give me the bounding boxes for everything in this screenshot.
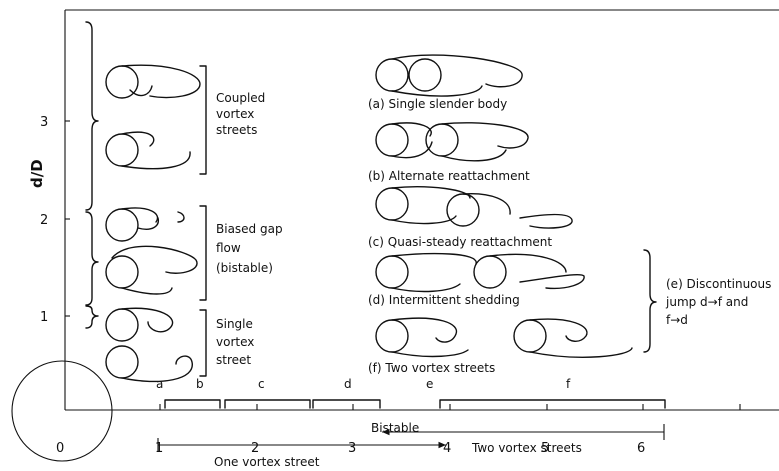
pattern-a-label: (a) Single slender body bbox=[368, 97, 507, 111]
single-label-line2: vortex bbox=[216, 335, 254, 349]
pattern-f-label: (f) Two vortex streets bbox=[368, 361, 495, 375]
biased-label-line3: (bistable) bbox=[216, 261, 273, 275]
y-tick-marks bbox=[65, 120, 70, 317]
discontinuous-line3: f→d bbox=[666, 313, 688, 327]
x-tick-3: 3 bbox=[348, 441, 356, 456]
coupled-label-line2: vortex bbox=[216, 107, 254, 121]
pattern-b-pictogram bbox=[375, 122, 529, 162]
y-tick-2: 2 bbox=[40, 213, 48, 228]
biased-bracket bbox=[199, 205, 207, 301]
coupled-label-line1: Coupled bbox=[216, 91, 265, 105]
one-street-label: One vortex street bbox=[214, 455, 320, 469]
discontinuous-line1: (e) Discontinuous bbox=[666, 277, 771, 291]
y-tick-1: 1 bbox=[40, 310, 48, 325]
x-tick-6: 6 bbox=[637, 441, 645, 456]
single-label-line3: street bbox=[216, 353, 251, 367]
pattern-c-label: (c) Quasi-steady reattachment bbox=[368, 235, 552, 249]
x-tick-marks bbox=[159, 404, 741, 410]
left-range-braces bbox=[85, 21, 99, 329]
pattern-a-pictogram bbox=[375, 54, 523, 97]
discontinuous-line2: jump d→f and bbox=[665, 295, 748, 309]
single-label-line1: Single bbox=[216, 317, 253, 331]
x-tick-5: 5 bbox=[541, 441, 549, 456]
pattern-d-pictogram bbox=[375, 252, 585, 293]
pattern-b-label: (b) Alternate reattachment bbox=[368, 169, 530, 183]
range-letter-c: c bbox=[258, 377, 265, 391]
biased-label-line2: flow bbox=[216, 241, 241, 255]
x-tick-1: 1 bbox=[155, 441, 163, 456]
coupled-bracket bbox=[199, 65, 207, 175]
x-tick-2: 2 bbox=[251, 441, 259, 456]
bottom-range-brackets bbox=[164, 399, 666, 409]
range-letter-a: a bbox=[156, 377, 163, 391]
coupled-label-line3: streets bbox=[216, 123, 257, 137]
biased-label-line1: Biased gap bbox=[216, 222, 283, 236]
pattern-f-pictogram bbox=[375, 317, 633, 358]
range-letter-d: d bbox=[344, 377, 352, 391]
range-letter-b: b bbox=[196, 377, 204, 391]
single-street-pictogram bbox=[105, 307, 193, 383]
reference-cylinder-circle bbox=[11, 360, 113, 462]
single-bracket bbox=[199, 309, 207, 377]
two-streets-label: Two vortex streets bbox=[471, 441, 582, 455]
biased-gap-pictogram bbox=[105, 207, 198, 295]
pattern-d-label: (d) Intermittent shedding bbox=[368, 293, 520, 307]
y-axis-label: d/D bbox=[28, 159, 46, 188]
range-letter-f: f bbox=[566, 377, 571, 391]
x-tick-0: 0 bbox=[56, 441, 64, 456]
x-tick-4: 4 bbox=[443, 441, 451, 456]
bistable-label: Bistable bbox=[371, 421, 419, 435]
y-tick-3: 3 bbox=[40, 115, 48, 130]
coupled-streets-pictogram bbox=[105, 64, 201, 170]
discontinuous-brace bbox=[643, 249, 657, 353]
range-letter-e: e bbox=[426, 377, 433, 391]
pattern-c-pictogram bbox=[375, 186, 573, 229]
